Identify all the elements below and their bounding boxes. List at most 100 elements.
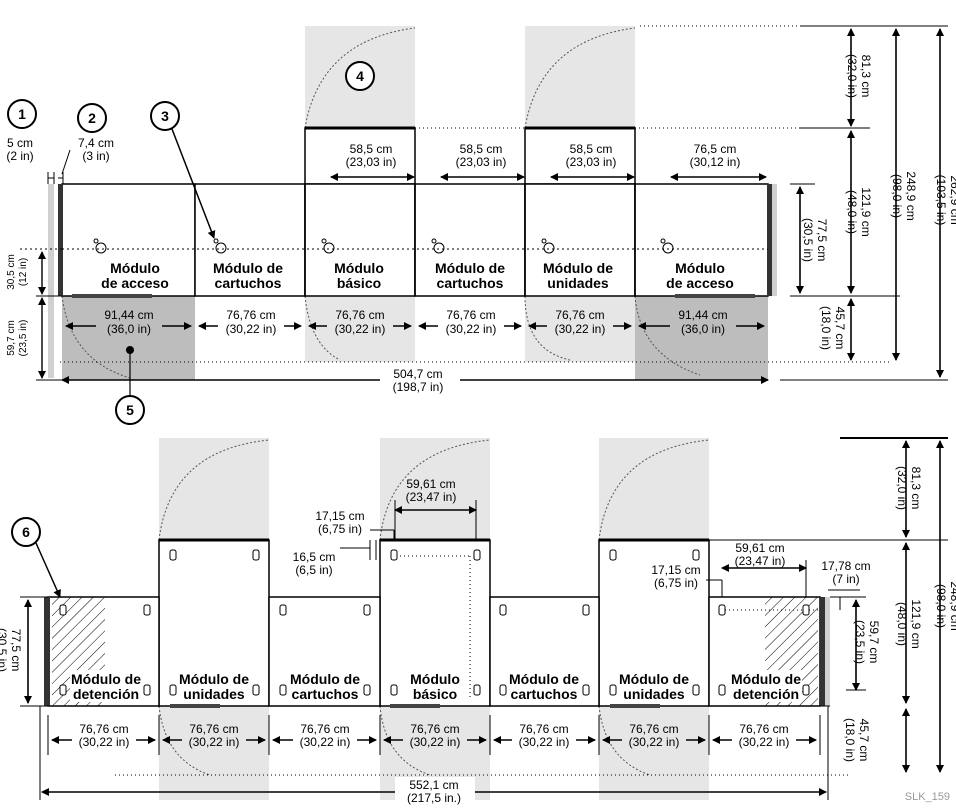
dimension-label: 77,5 cm [9,629,23,672]
dimension-label: 76,76 cm [79,722,128,736]
dimension-label: 5 cm [7,136,33,150]
dimension-label: (32,0 in) [845,54,859,98]
end-panel [825,597,830,706]
dimension-label: (30,22 in) [300,735,351,749]
dimension-label: (30,22 in) [410,735,461,749]
dimension-label: (30,12 in) [690,155,741,169]
door-bar [610,704,660,708]
dimension-label: 262,9 cm [948,175,956,224]
dimension-label: 91,44 cm [678,308,727,322]
module-label: Módulo de [509,671,579,687]
dimension-label: 58,5 cm [460,142,503,156]
dimension-label: 76,76 cm [189,722,238,736]
dimension-label: 76,76 cm [739,722,788,736]
dimension-label: (23,03 in) [566,155,617,169]
dimension-label: 76,76 cm [555,308,604,322]
dimension-label: (217,5 in.) [407,791,461,805]
module-label: unidades [183,686,245,702]
dimension-label: 76,76 cm [519,722,568,736]
callout-number: 4 [356,68,364,84]
dimension-label: 552,1 cm [409,778,458,792]
dimension-label: (23,03 in) [456,155,507,169]
dimension-label: 121,9 cm [859,187,873,236]
dimension-label: 17,15 cm [651,563,700,577]
dimension-label: 76,5 cm [694,142,737,156]
module-box [304,183,416,297]
dimension-label: (30,22 in) [335,322,386,336]
dimension-label: (30,22 in) [226,322,277,336]
dimension-label: (30,5 in) [801,218,815,262]
door-bar [72,294,152,298]
door-swing-arc [379,705,431,776]
dimension-label: (30,22 in) [189,735,240,749]
module-box [414,183,526,297]
callout-marker [77,103,107,133]
door-swing-arc [158,439,270,541]
module-label: Módulo de [543,260,613,276]
dimension-label: 7,4 cm [78,136,114,150]
dimension-label: (6,5 in) [295,563,332,577]
module-label: cartuchos [511,686,578,702]
dimension-label: (23,5 in) [18,320,29,357]
dimension-label: (18,0 in) [843,718,857,762]
dimension-label: (30,22 in) [519,735,570,749]
callout-number: 6 [22,524,30,540]
callout-marker [7,99,37,129]
callout-number: 5 [126,402,134,418]
module-label: Módulo [410,671,460,687]
module-label: de acceso [666,275,734,291]
door-swing-arc [598,439,710,541]
dimension-label: (23,5 in) [853,620,867,664]
dimension-label: (32,0 in) [895,466,909,510]
module-box [598,539,710,707]
door-bar [390,704,440,708]
door-swing-arc [524,295,571,361]
dimension-label: 45,7 cm [857,719,871,762]
dimension-label: 248,9 cm [948,581,956,630]
dimension-label: 58,5 cm [350,142,393,156]
door-swing-arc [61,295,131,379]
dimension-label: 121,9 cm [909,599,923,648]
module-label: cartuchos [215,275,282,291]
dimension-label: 59,61 cm [735,541,784,555]
door-bar [170,704,220,708]
module-label: cartuchos [437,275,504,291]
dimension-label: 91,44 cm [104,308,153,322]
dimension-label: 59,7 cm [6,320,17,356]
dimension-label: 76,76 cm [629,722,678,736]
dimension-label: (30,22 in) [446,322,497,336]
module-label: Módulo [334,260,384,276]
dimension-label: (3 in) [82,149,109,163]
dimension-label: 81,3 cm [909,467,923,510]
module-box [194,183,306,297]
dimension-label: 76,76 cm [410,722,459,736]
end-panel [820,597,825,706]
module-label: básico [337,275,381,291]
module-label: unidades [547,275,609,291]
module-label: detención [73,686,139,702]
bottom-layout: Módulo de detención Módulo de unidades M… [0,437,956,807]
end-panel [767,184,772,296]
dimension-label: (18,0 in) [819,306,833,350]
end-panel [58,184,63,296]
module-label: básico [413,686,457,702]
module-box [268,596,381,707]
callout-number: 3 [161,108,169,124]
dimension-label: (198,7 in) [393,380,444,394]
door-bar [675,294,755,298]
module-label: Módulo de [435,260,505,276]
dimension-label: (30,22 in) [555,322,606,336]
dimension-label: 504,7 cm [393,367,442,381]
dimension-label: 45,7 cm [833,307,847,350]
dimension-label: (23,47 in) [406,490,457,504]
top-layout: Módulo de acceso Módulo de cartuchos Mód… [6,25,956,425]
door-swing-arc [304,27,416,129]
dimension-label: (36,0 in) [681,322,725,336]
module-label: Módulo de [731,671,801,687]
module-box [634,183,769,297]
dimension-label: (98,0 in) [890,174,904,218]
dimension-label: 76,76 cm [226,308,275,322]
dimension-label: (98,0 in) [934,584,948,628]
dimension-label: 59,7 cm [867,621,881,664]
callout-number: 1 [18,106,26,122]
